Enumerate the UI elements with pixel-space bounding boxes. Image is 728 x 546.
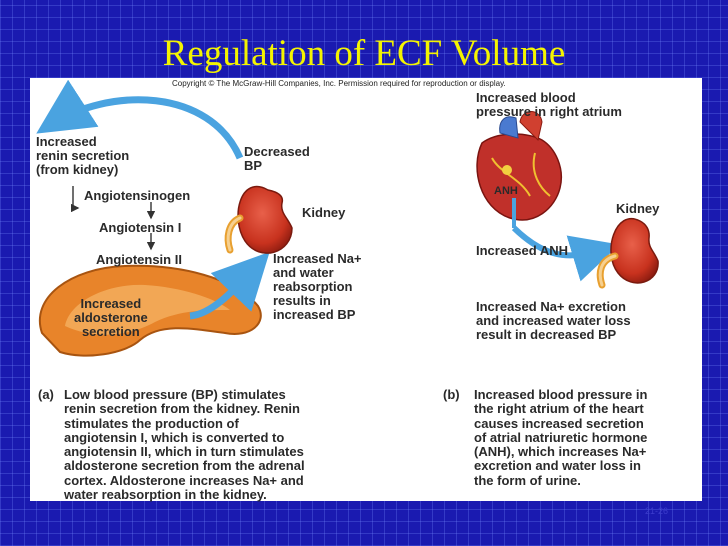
arrow-icon [189,251,270,320]
caption-b: Increased blood pressure in the right at… [474,387,648,488]
figure-artwork [36,79,659,357]
arrow-icon [511,225,620,282]
aldosterone-label: Increased aldosterone secretion [74,296,148,339]
angiotensin-1-label: Angiotensin I [99,220,182,235]
page-number: 21-26 [644,506,668,516]
na-reabsorption-label: Increased Na+ and water reabsorption res… [273,251,362,322]
increased-bp-atrium-label: Increased blood pressure in right atrium [476,90,622,119]
increased-renin-label: Increased renin secretion (from kidney) [36,134,130,177]
angiotensin-2-label: Angiotensin II [96,252,182,267]
kidney-label-a: Kidney [302,205,346,220]
adrenal-gland-icon [39,264,262,357]
copyright-notice: Copyright © The McGraw-Hill Companies, I… [172,79,506,88]
decreased-bp-label: Decreased BP [244,144,310,173]
kidney-icon [596,218,659,289]
figure-panel: Copyright © The McGraw-Hill Companies, I… [30,78,702,503]
increased-anh-label: Increased ANH [476,243,568,258]
caption-a-letter: (a) [38,387,54,402]
anh-label: ANH [494,185,518,197]
na-excretion-label: Increased Na+ excretion and increased wa… [476,299,631,342]
kidney-icon [224,185,293,254]
arrow-icon [36,79,244,160]
slide-title: Regulation of ECF Volume [162,33,566,74]
caption-b-letter: (b) [443,387,460,402]
caption-a: Low blood pressure (BP) stimulates renin… [64,387,305,503]
heart-icon [476,111,562,221]
cascade-arrows [71,186,156,251]
angiotensinogen-label: Angiotensinogen [84,188,191,203]
kidney-label-b: Kidney [616,201,660,216]
